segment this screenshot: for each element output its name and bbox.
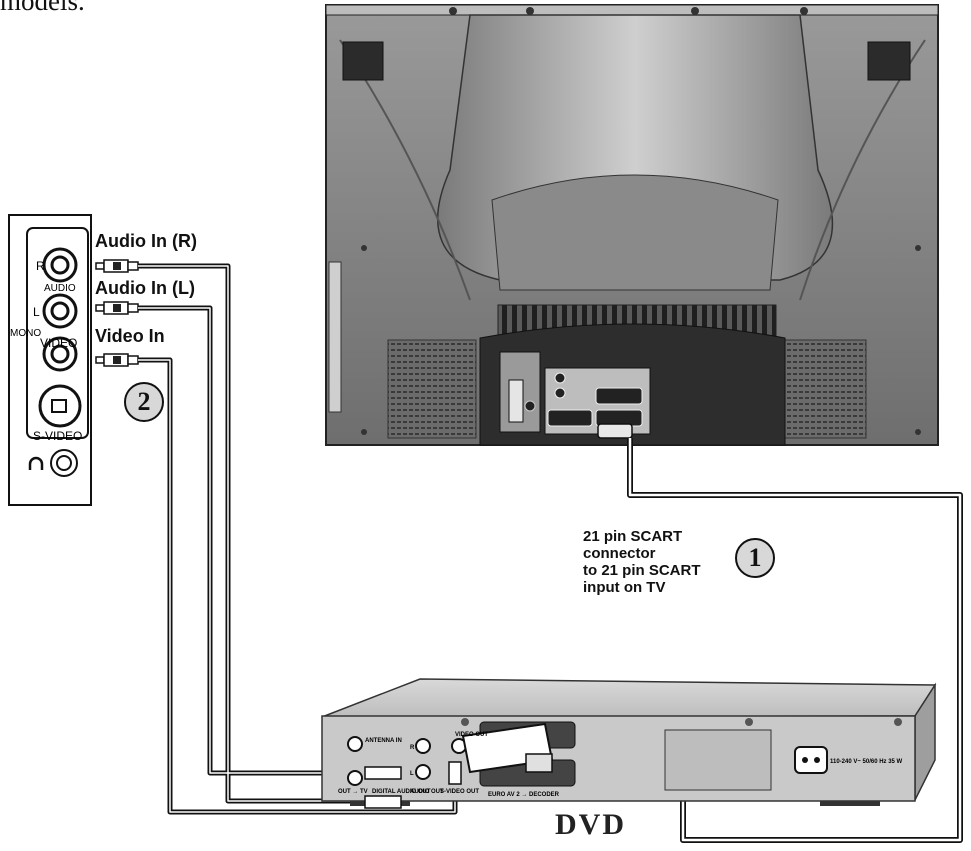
panel-label-mono: MONO [10,328,41,339]
panel-label-l: L [33,305,40,319]
label-audio-in-r: Audio In (R) [95,231,197,251]
dvd-label-antenna: ANTENNA IN [365,738,402,744]
step-badge-two: 2 [124,382,164,422]
side-av-panel [8,214,92,506]
headphone-icon [28,456,44,470]
scart-note: 21 pin SCART connector to 21 pin SCART i… [583,528,701,596]
dvd-label-r: R [410,745,415,751]
dvd-label-l: L [410,771,414,777]
tv-rear [325,4,939,446]
partial-caption: models. [0,0,85,16]
dvd-label-digital: DIGITAL AUDIO OUT [372,789,431,795]
dvd-label-audio-out: AUDIO OUT [410,789,444,795]
panel-label-r: R [36,259,45,273]
dvd-label-euro-av2: EURO AV 2 → DECODER [488,792,560,798]
panel-label-svideo: S-VIDEO [33,429,82,443]
step-badge-one: 1 [735,538,775,578]
panel-label-audio: AUDIO [44,283,76,294]
panel-label-video: VIDEO [40,336,77,350]
dvd-player [321,678,937,809]
dvd-label-power: 110-240 V~ 50/60 Hz 35 W [830,759,903,765]
scart-note-line: input on TV [583,579,666,596]
label-audio-in-l: Audio In (L) [95,278,195,298]
scart-note-line: to 21 pin SCART [583,562,701,579]
dvd-label: DVD [555,808,626,841]
dvd-label-svideo-out: S-VIDEO OUT [440,789,479,795]
scart-note-line: connector [583,545,656,562]
label-video-in: Video In [95,326,165,346]
dvd-label-out-tv: OUT → TV [338,789,368,795]
dvd-label-video-out: VIDEO OUT [455,732,488,738]
scart-note-line: 21 pin SCART [583,528,683,545]
